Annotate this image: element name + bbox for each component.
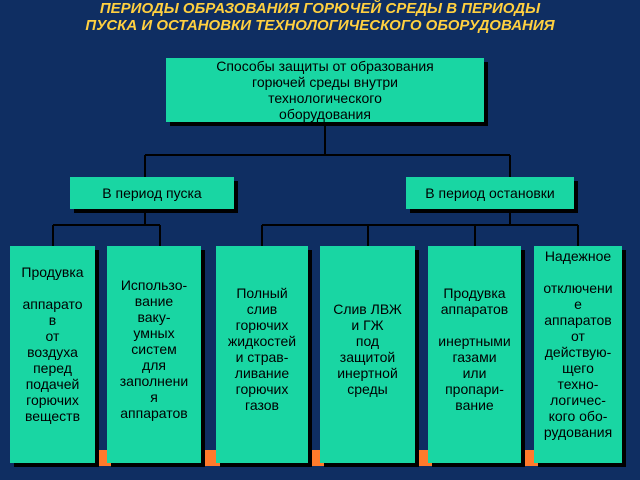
leaf-node-5: Продувка аппаратов инертными газами или … — [428, 246, 521, 463]
title-line-2: ПУСКА И ОСТАНОВКИ ТЕХНОЛОГИЧЕСКОГО ОБОРУ… — [85, 17, 555, 34]
shutdown-node: В период остановки — [406, 177, 574, 209]
startup-label: В период пуска — [102, 185, 202, 201]
leaf-line: и страв- — [235, 349, 289, 365]
leaf-line: пропари- — [445, 381, 504, 397]
leaf-line: воздуха — [27, 344, 78, 360]
leaf-line: подачей — [25, 376, 80, 392]
leaf-line: горючих — [235, 381, 289, 397]
root-line: технологического — [268, 90, 382, 106]
leaf-line — [10, 280, 95, 296]
leaf-line: горючих — [26, 392, 79, 408]
leaf-line: кого обо- — [548, 408, 608, 424]
leaf-line: действую- — [544, 344, 612, 360]
leaf-line: и ГЖ — [351, 317, 384, 333]
leaf-line: техно- — [557, 376, 599, 392]
leaf-line: газами — [452, 349, 497, 365]
leaf-node-4: Слив ЛВЖ и ГЖ под защитой инертной среды — [320, 246, 415, 463]
leaf-node-1: Продувка аппарато в от воздуха перед под… — [10, 246, 95, 463]
leaf-line: Использо- — [120, 277, 188, 293]
leaf-line: перед — [33, 360, 72, 376]
root-node: Способы защиты от образования горючей ср… — [166, 58, 484, 122]
root-line: оборудования — [279, 106, 371, 122]
leaf-line: среды — [347, 381, 388, 397]
title-line-1: ПЕРИОДЫ ОБРАЗОВАНИЯ ГОРЮЧЕЙ СРЕДЫ В ПЕРИ… — [99, 0, 541, 17]
leaf-line: аппаратов — [440, 301, 509, 317]
leaf-line: аппаратов — [120, 405, 188, 421]
leaf-line: в — [48, 312, 57, 328]
leaf-line: слив — [246, 301, 278, 317]
leaf-line: веществ — [24, 408, 81, 424]
leaf-line: от — [45, 328, 60, 344]
leaf-line: вание — [455, 397, 494, 413]
leaf-line: Продувка — [443, 285, 506, 301]
leaf-line: инертными — [438, 333, 511, 349]
leaf-line: жидкостей — [227, 333, 297, 349]
leaf-line: отключени — [543, 280, 613, 296]
leaf-line: ливание — [234, 365, 290, 381]
leaf-line: заполнени — [119, 373, 189, 389]
leaf-line: Надежное — [544, 248, 612, 264]
leaf-line: Продувка — [21, 264, 84, 280]
leaf-line: Слив ЛВЖ — [333, 301, 402, 317]
leaf-line: от — [571, 328, 585, 344]
leaf-line: рудования — [543, 424, 613, 440]
leaf-line: горючих — [235, 317, 289, 333]
leaf-line: систем — [131, 341, 177, 357]
leaf-line — [428, 317, 521, 333]
leaf-line: или — [462, 365, 487, 381]
leaf-line: газов — [245, 397, 279, 413]
leaf-line: для — [142, 357, 166, 373]
startup-node: В период пуска — [70, 177, 234, 209]
leaf-node-3: Полный слив горючих жидкостей и страв- л… — [216, 246, 308, 463]
root-line: горючей среды внутри — [252, 74, 398, 90]
root-line: Способы защиты от образования — [216, 58, 434, 74]
slide-title: ПЕРИОДЫ ОБРАЗОВАНИЯ ГОРЮЧЕЙ СРЕДЫ В ПЕРИ… — [0, 0, 640, 34]
leaf-line: защитой — [339, 349, 396, 365]
leaf-line — [534, 264, 622, 280]
shutdown-label: В период остановки — [425, 185, 555, 201]
leaf-line: щего — [562, 360, 594, 376]
leaf-line: вание — [134, 293, 174, 309]
leaf-line: умных — [133, 325, 175, 341]
leaf-line: я — [150, 389, 158, 405]
leaf-line: под — [355, 333, 380, 349]
leaf-line: е — [574, 296, 582, 312]
leaf-line: аппарато — [22, 296, 83, 312]
leaf-node-2: Использо- вание ваку- умных систем для з… — [107, 246, 201, 463]
leaf-line: аппаратов — [544, 312, 612, 328]
leaf-line: Полный — [236, 285, 288, 301]
leaf-line: логичес- — [550, 392, 606, 408]
leaf-node-6: Надежное отключени е аппаратов от действ… — [534, 246, 622, 463]
leaf-line: ваку- — [137, 309, 171, 325]
leaf-line: инертной — [337, 365, 398, 381]
